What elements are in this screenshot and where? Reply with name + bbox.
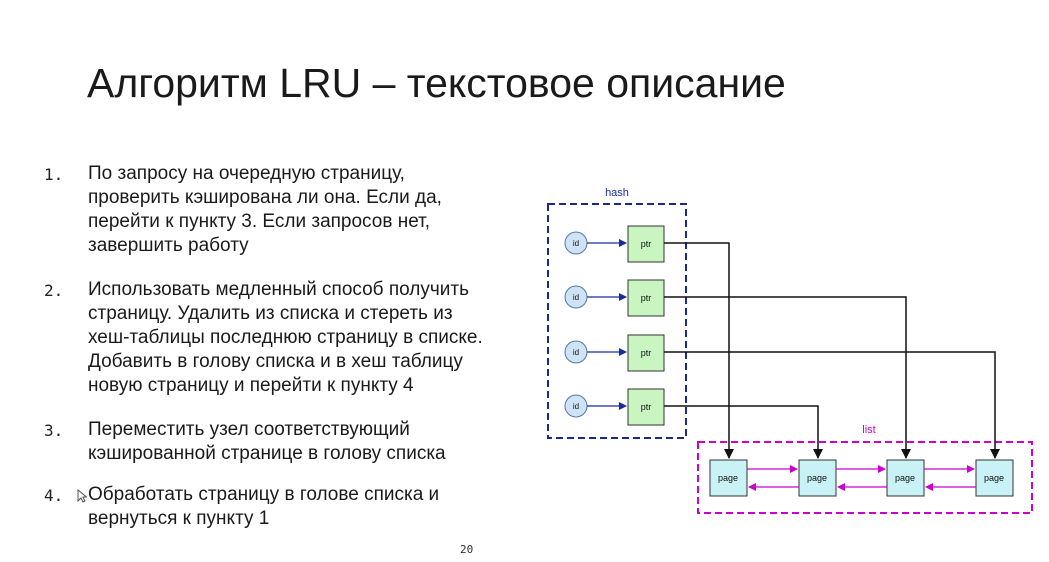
step-number: 1.: [44, 165, 64, 184]
id-node-label: id: [573, 348, 579, 357]
step-text: Переместить узел соответствующий кэширов…: [88, 418, 538, 466]
step-line: По запросу на очередную страницу,: [88, 163, 405, 184]
step-line: страницу. Удалить из списка и стереть из: [88, 303, 453, 324]
mouse-pointer-icon: [77, 489, 87, 503]
step-line: перейти к пункту 3. Если запросов нет,: [88, 211, 431, 232]
page-node-label: page: [895, 473, 915, 483]
page-number: 20: [460, 543, 474, 556]
step-line: кэшированной странице в голову списка: [88, 443, 446, 464]
ptr-node: [627, 388, 665, 426]
ptr-node: [627, 225, 665, 263]
ptr-to-page-connector: [664, 242, 734, 459]
ptr-node-label: ptr: [641, 293, 652, 303]
step-line: вернуться к пункту 1: [88, 508, 270, 529]
slide-title: Алгоритм LRU – текстовое описание: [87, 60, 786, 106]
hash-table-box: [547, 203, 687, 439]
step-line: Использовать медленный способ получить: [88, 279, 469, 300]
id-node-label: id: [573, 239, 579, 248]
step-number: 4.: [44, 486, 64, 505]
page-node: [886, 459, 925, 497]
step-line: Обработать страницу в голове списка и: [88, 484, 440, 505]
step-line: проверить кэширована ли она. Если да,: [88, 187, 442, 208]
list-label: list: [862, 424, 875, 436]
step-line: хеш-таблицы последнюю страницу в списке.: [88, 327, 483, 348]
step-text: Обработать страницу в голове списка и ве…: [88, 483, 538, 531]
page-node-label: page: [984, 473, 1004, 483]
id-node-label: id: [573, 402, 579, 411]
ptr-node-label: ptr: [641, 402, 652, 412]
id-node-label: id: [573, 293, 579, 302]
step-line: Переместить узел соответствующий: [88, 419, 410, 440]
page-node-label: page: [718, 473, 738, 483]
step-line: Добавить в голову списка и в хеш таблицу: [88, 351, 463, 372]
step-line: завершить работу: [88, 235, 249, 256]
page-node: [798, 459, 837, 497]
ptr-node: [627, 334, 665, 372]
page-node: [975, 459, 1014, 497]
steps-list: 1. По запросу на очередную страницу, про…: [44, 162, 538, 531]
step-number: 3.: [44, 421, 64, 440]
page-node: [709, 459, 748, 497]
linked-list-box: [697, 441, 1033, 514]
step-line: новую страницу и перейти к пункту 4: [88, 375, 414, 396]
step-text: По запросу на очередную страницу, провер…: [88, 162, 538, 258]
ptr-node: [627, 279, 665, 317]
ptr-to-page-connector: [664, 296, 911, 459]
ptr-to-page-connector: [664, 351, 1000, 459]
ptr-to-page-connector: [664, 405, 823, 459]
step-number: 2.: [44, 281, 64, 300]
ptr-node-label: ptr: [641, 239, 652, 249]
ptr-node-label: ptr: [641, 348, 652, 358]
page-node-label: page: [807, 473, 827, 483]
hash-label: hash: [605, 187, 629, 199]
step-text: Использовать медленный способ получить с…: [88, 278, 538, 398]
